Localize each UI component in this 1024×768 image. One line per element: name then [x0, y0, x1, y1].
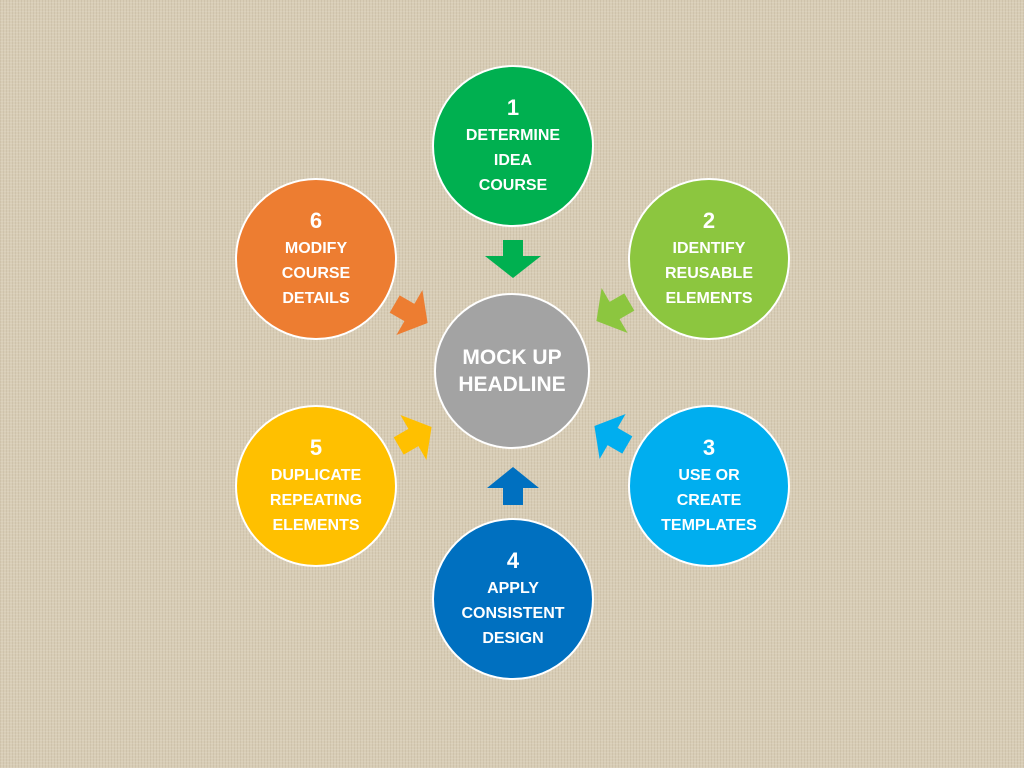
arrow-step-3 [594, 413, 633, 460]
step-2-label-line-2: REUSABLE [664, 264, 753, 282]
step-6-label-line-2: COURSE [281, 264, 351, 282]
step-6-circle: 6 MODIFY COURSE DETAILS [235, 178, 397, 340]
step-3-label-line-2: CREATE [676, 491, 742, 509]
arrow-step-1 [485, 256, 541, 278]
step-5-label-line-3: ELEMENTS [272, 516, 360, 534]
step-5-label-line-1: DUPLICATE [270, 466, 362, 484]
step-5-number: 5 [309, 434, 323, 460]
step-3-circle: 3 USE OR CREATE TEMPLATES [628, 405, 790, 567]
step-1-label-line-1: DETERMINE [465, 126, 561, 144]
step-1-label-line-2: IDEA [493, 151, 533, 169]
step-6-label-line-1: MODIFY [284, 239, 348, 257]
step-5-label-line-2: REPEATING [269, 491, 363, 509]
step-4-circle: 4 APPLY CONSISTENT DESIGN [432, 518, 594, 680]
arrow-step-5 [393, 414, 432, 461]
step-2-number: 2 [702, 207, 716, 233]
step-5-circle: 5 DUPLICATE REPEATING ELEMENTS [235, 405, 397, 567]
step-3-label-line-3: TEMPLATES [661, 516, 757, 534]
hub-line-2: HEADLINE [458, 373, 566, 396]
step-2-circle: 2 IDENTIFY REUSABLE ELEMENTS [628, 178, 790, 340]
step-1-number: 1 [506, 94, 520, 120]
arrow-step-2 [596, 287, 635, 334]
step-4-number: 4 [506, 547, 520, 573]
step-3-number: 3 [702, 434, 716, 460]
step-4-label-line-2: CONSISTENT [461, 604, 565, 622]
step-6-number: 6 [309, 207, 323, 233]
step-6-label-line-3: DETAILS [282, 289, 350, 307]
hub-circle: MOCK UP HEADLINE [434, 293, 590, 449]
hub-line-1: MOCK UP [462, 346, 562, 369]
step-3-label-line-1: USE OR [678, 466, 740, 484]
arrow-step-6 [389, 289, 428, 336]
step-2-label-line-3: ELEMENTS [665, 289, 753, 307]
arrow-step-4 [487, 467, 539, 505]
step-1-label-line-3: COURSE [478, 176, 548, 194]
step-2-label-line-1: IDENTIFY [672, 239, 746, 257]
step-4-label-line-1: APPLY [487, 579, 539, 597]
arrow-step-1-stem [503, 240, 523, 257]
step-4-label-line-3: DESIGN [482, 629, 544, 647]
step-1-circle: 1 DETERMINE IDEA COURSE [432, 65, 594, 227]
